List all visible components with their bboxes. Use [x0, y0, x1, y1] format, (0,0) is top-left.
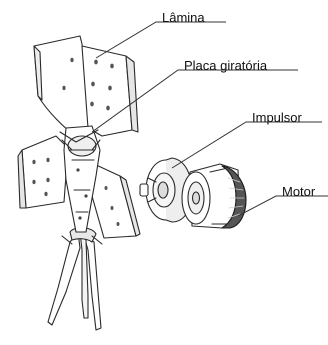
- blade-lower-right: [92, 164, 140, 238]
- label-placa-giratoria: Placa giratória: [184, 58, 267, 73]
- motor-part: [182, 164, 246, 228]
- label-lamina: Lâmina: [162, 10, 205, 25]
- leader-lamina: [96, 22, 226, 58]
- blade-lower-left: [18, 136, 68, 208]
- label-impulsor: Impulsor: [252, 110, 302, 125]
- label-motor: Motor: [282, 184, 315, 199]
- leader-impulsor: [172, 122, 322, 168]
- stand: [48, 228, 102, 330]
- blade-upper-left: [34, 36, 90, 138]
- rotating-plate: [60, 126, 100, 232]
- leader-motor: [238, 196, 328, 216]
